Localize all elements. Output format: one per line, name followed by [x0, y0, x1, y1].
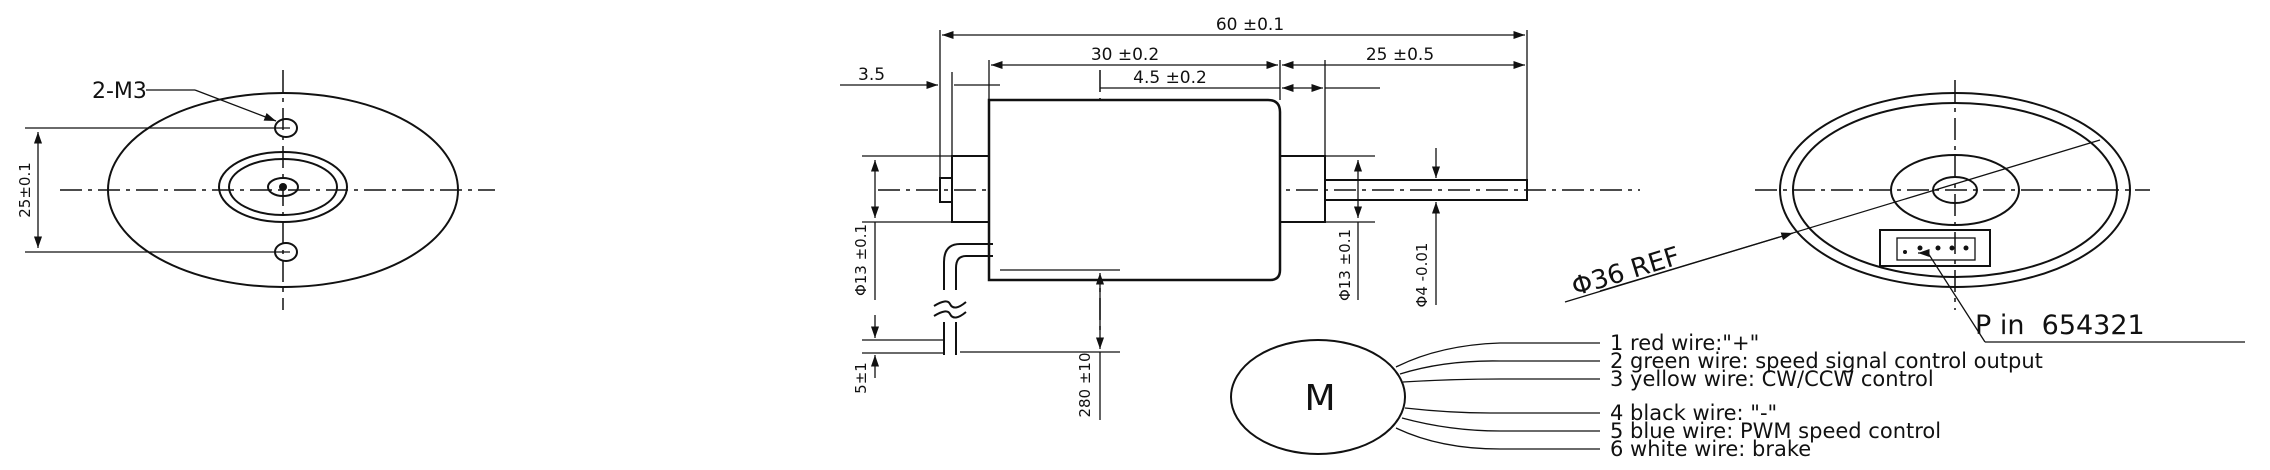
- right-end-view: Φ36 REF P in 654321: [1564, 80, 2245, 343]
- wire-3-label: 3 yellow wire: CW/CCW control: [1610, 367, 1934, 391]
- wire-2-label: 2 green wire: speed signal control outpu…: [1610, 349, 2043, 373]
- end-plate-outline: [107, 92, 459, 288]
- hub-inner: [267, 177, 299, 197]
- cable-dim: 5±1: [852, 362, 870, 394]
- height-dim: 25±0.1: [16, 162, 34, 218]
- flange-width-dim: 4.5 ±0.2: [1133, 68, 1207, 88]
- right-boss: [1279, 155, 1326, 223]
- hub-outer: [218, 151, 348, 223]
- pin-label: P in 654321: [1975, 310, 2145, 341]
- wire-5-label: 5 blue wire: PWM speed control: [1610, 419, 1941, 443]
- left-diameter-dim: Φ13 ±0.1: [852, 224, 870, 296]
- ref-diameter-label: Φ36 REF: [1568, 241, 1683, 302]
- flange-offset-dim: 3.5: [858, 65, 885, 85]
- side-view: 60 ±0.1 30 ±0.2 25 ±0.5 3.5 4.5 ±0.2 Φ13…: [840, 15, 1640, 420]
- cable-length-dim: 280 ±10: [1076, 352, 1094, 417]
- left-end-view: 2-M3 25±0.1: [16, 70, 495, 310]
- motor-symbol-circle: [1230, 339, 1406, 455]
- wiring-schematic: M 1 red wire:"+" 2 green wire: speed sig…: [1230, 331, 2043, 461]
- motor-body: [987, 98, 1282, 282]
- motor-symbol-label: M: [1304, 378, 1335, 419]
- outer-ring: [1779, 92, 2131, 288]
- wire-6-label: 6 white wire: brake: [1610, 437, 1811, 461]
- wire-4-label: 4 black wire: "-": [1610, 401, 1777, 425]
- shaft-length-dim: 25 ±0.5: [1366, 45, 1434, 65]
- cable: [933, 243, 993, 355]
- overall-length-dim: 60 ±0.1: [1216, 15, 1284, 35]
- output-shaft: [1324, 179, 1528, 201]
- wire-1-label: 1 red wire:"+": [1610, 331, 1759, 355]
- body-length-dim: 30 ±0.2: [1091, 45, 1159, 65]
- right-diameter-dim: Φ13 ±0.1: [1336, 229, 1354, 301]
- connector: [1879, 229, 1991, 267]
- shaft-diameter-dim: Φ4 -0.01: [1413, 243, 1431, 308]
- hole-label: 2-M3: [92, 79, 147, 104]
- hub-ring: [1890, 154, 2020, 226]
